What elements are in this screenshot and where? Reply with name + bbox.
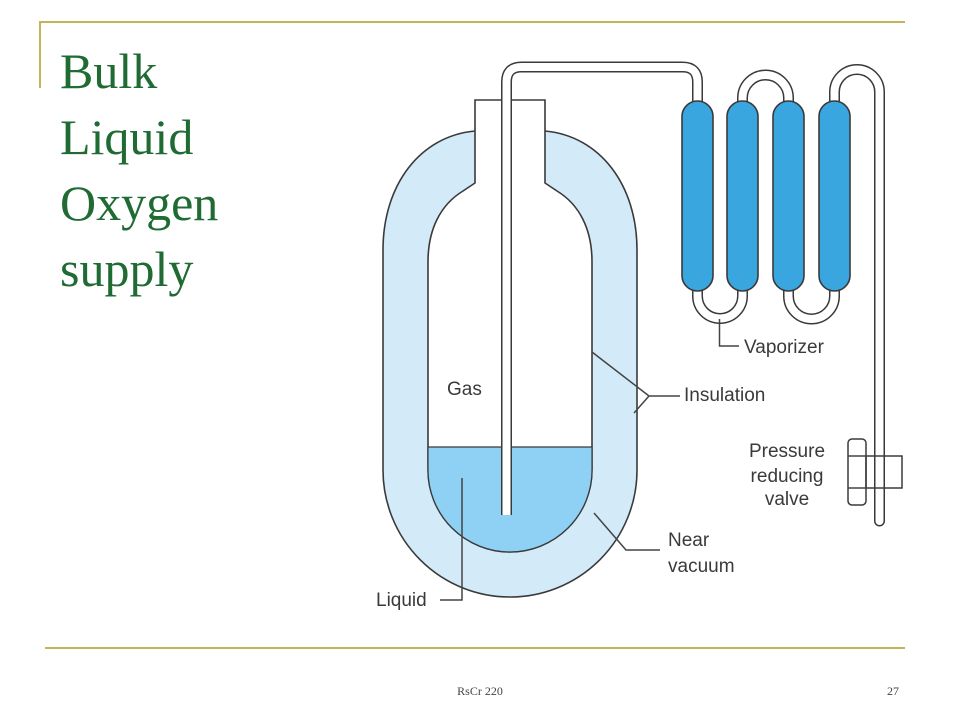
vaporizer-bend-3 (783, 280, 840, 325)
valve-nut (847, 438, 867, 506)
supply-pipe (501, 61, 703, 515)
vaporizer-label: Vaporizer (744, 337, 825, 358)
insulation-label: Insulation (684, 385, 765, 406)
valve-body (865, 455, 903, 489)
bend-bore (784, 280, 839, 323)
near-vacuum-leader (593, 512, 660, 551)
gas-label: Gas (447, 379, 482, 400)
title-line: Liquid (60, 109, 194, 165)
valve-label-line: Pressure (749, 441, 825, 462)
outlet-pipe (829, 64, 885, 527)
insulation-leader (591, 351, 680, 414)
page-number: 27 (887, 684, 899, 698)
vaporizer-coil-2 (726, 100, 759, 292)
title-line: Oxygen (60, 175, 219, 231)
slide-title: Bulk Liquid Oxygen supply (60, 38, 218, 302)
vaporizer-coil-1 (681, 100, 714, 292)
vaporizer-coil-3 (772, 100, 805, 292)
bend-bore (693, 280, 747, 323)
vaporizer-leader (718, 319, 739, 347)
liquid-leader (440, 478, 463, 601)
near-vacuum-label-line: Near (668, 530, 710, 551)
near-vacuum-label-line: vacuum (668, 556, 735, 577)
vaporizer-coil-4 (818, 100, 851, 292)
bottom-rule (45, 647, 905, 649)
title-line: Bulk (60, 43, 158, 99)
liquid-label: Liquid (376, 590, 427, 611)
vaporizer-bend-2 (737, 69, 794, 112)
outlet-pipe-bore (830, 65, 884, 525)
valve-label-line: reducing (751, 466, 824, 487)
title-line: supply (60, 241, 194, 297)
valve-label-line: valve (765, 489, 809, 510)
top-rule (40, 21, 905, 23)
bend-bore (738, 71, 793, 112)
supply-pipe-bore (502, 63, 702, 515)
vaporizer-bend-1 (692, 280, 748, 324)
pressure-reducing-valve (847, 438, 903, 506)
left-rule (39, 21, 41, 88)
footer-course: RsCr 220 (457, 684, 503, 698)
